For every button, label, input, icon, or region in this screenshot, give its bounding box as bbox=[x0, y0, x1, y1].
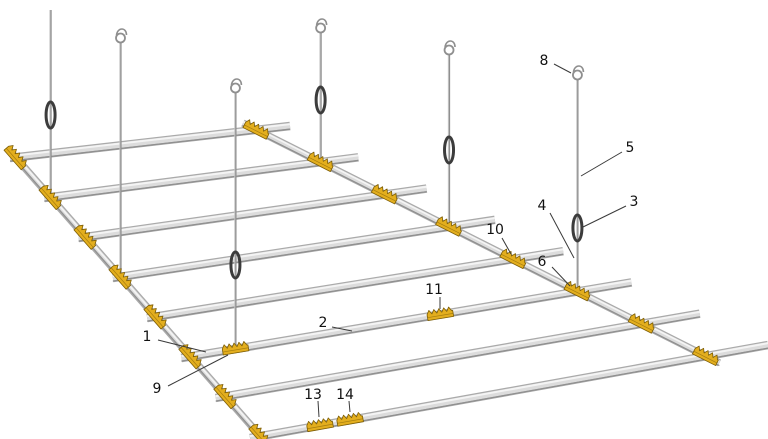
callout-leader-line bbox=[331, 326, 353, 332]
furring-channel bbox=[9, 121, 291, 163]
cross-connector-clip bbox=[306, 151, 334, 172]
callout-leader-line bbox=[551, 266, 571, 287]
cross-connector-clip bbox=[178, 344, 202, 370]
callout-10: 10 bbox=[486, 222, 512, 255]
furring-channel bbox=[112, 215, 496, 283]
callout-number: 11 bbox=[425, 282, 443, 298]
callout-2: 2 bbox=[319, 315, 353, 332]
callout-leader-line bbox=[549, 212, 575, 259]
callout-4: 4 bbox=[538, 198, 575, 259]
callout-8: 8 bbox=[540, 53, 572, 74]
splice-connector-clip bbox=[306, 417, 334, 433]
hanger-hook-eye bbox=[230, 82, 241, 94]
spring-adjuster bbox=[44, 100, 57, 130]
callout-leader-line bbox=[553, 63, 572, 74]
cross-connector-clip bbox=[435, 216, 462, 237]
callout-leader-line bbox=[580, 151, 623, 177]
spring-adjuster bbox=[443, 135, 456, 165]
callout-number: 14 bbox=[336, 387, 354, 403]
callout-leader-line bbox=[501, 237, 512, 255]
callout-number: 6 bbox=[538, 254, 547, 270]
callout-number: 3 bbox=[630, 194, 639, 210]
callout-number: 10 bbox=[486, 222, 504, 238]
callout-number: 5 bbox=[626, 140, 635, 156]
hanger-assembly bbox=[229, 78, 243, 349]
cross-connector-clip bbox=[499, 248, 527, 269]
callout-leader-line bbox=[348, 400, 351, 413]
callout-number: 13 bbox=[304, 387, 322, 403]
furring-channel bbox=[249, 340, 768, 439]
hanger-hook-icon bbox=[315, 18, 328, 26]
spring-adjuster bbox=[229, 250, 242, 280]
hanger-hook-eye bbox=[315, 22, 327, 34]
callout-5: 5 bbox=[580, 140, 635, 177]
furring-channel bbox=[146, 246, 564, 323]
callout-leader-line bbox=[582, 205, 627, 228]
hanger-assembly bbox=[314, 18, 328, 163]
callout-3: 3 bbox=[582, 194, 639, 228]
cross-connector-clip bbox=[143, 304, 167, 330]
furring-channel bbox=[180, 278, 633, 363]
spring-adjuster bbox=[314, 85, 327, 115]
cross-connector-clip bbox=[692, 345, 719, 366]
hanger-hook-icon bbox=[230, 78, 243, 86]
splice-connector-clip bbox=[426, 306, 455, 322]
hanger-assembly bbox=[443, 40, 456, 227]
furring-channel bbox=[77, 184, 428, 243]
hanger-assembly bbox=[115, 28, 128, 277]
callout-number: 4 bbox=[538, 198, 547, 214]
callout-14: 14 bbox=[336, 387, 354, 413]
splice-connector-clip bbox=[221, 341, 250, 356]
spring-adjuster bbox=[571, 213, 584, 243]
cross-connector-clip bbox=[213, 384, 237, 410]
hanger-hook-eye bbox=[443, 44, 455, 56]
callout-leader-line bbox=[317, 400, 320, 418]
furring-channel bbox=[214, 309, 701, 403]
callout-number: 2 bbox=[319, 315, 328, 331]
cross-connector-clip bbox=[3, 145, 27, 171]
hanger-hook-icon bbox=[444, 40, 456, 48]
callout-1: 1 bbox=[143, 329, 207, 353]
callout-number: 1 bbox=[143, 329, 152, 345]
hanger-hook-eye bbox=[115, 32, 126, 44]
hanger-assembly bbox=[44, 10, 57, 198]
cross-connector-clip bbox=[248, 423, 272, 439]
callout-9: 9 bbox=[153, 354, 229, 397]
hanger-assembly bbox=[571, 65, 585, 292]
cross-connector-clip bbox=[371, 184, 398, 205]
hanger-hook-icon bbox=[115, 28, 128, 36]
callout-leader-line bbox=[157, 339, 207, 353]
cross-connector-clip bbox=[242, 119, 270, 140]
cross-connector-clip bbox=[627, 313, 655, 334]
hanger-hook-icon bbox=[572, 65, 585, 73]
callout-11: 11 bbox=[425, 282, 443, 309]
callout-number: 9 bbox=[153, 381, 162, 397]
cross-connector-clip bbox=[108, 264, 132, 290]
cross-connector-clip bbox=[73, 224, 97, 250]
cross-connector-clip bbox=[563, 281, 591, 302]
splice-connector-clip bbox=[336, 412, 364, 427]
furring-channel bbox=[43, 153, 359, 203]
cross-connector-clip bbox=[38, 184, 62, 210]
callout-number: 8 bbox=[540, 53, 549, 69]
callout-6: 6 bbox=[538, 254, 571, 287]
callout-13: 13 bbox=[304, 387, 322, 418]
hanger-hook-eye bbox=[572, 69, 583, 81]
callout-leader-line bbox=[167, 354, 229, 387]
